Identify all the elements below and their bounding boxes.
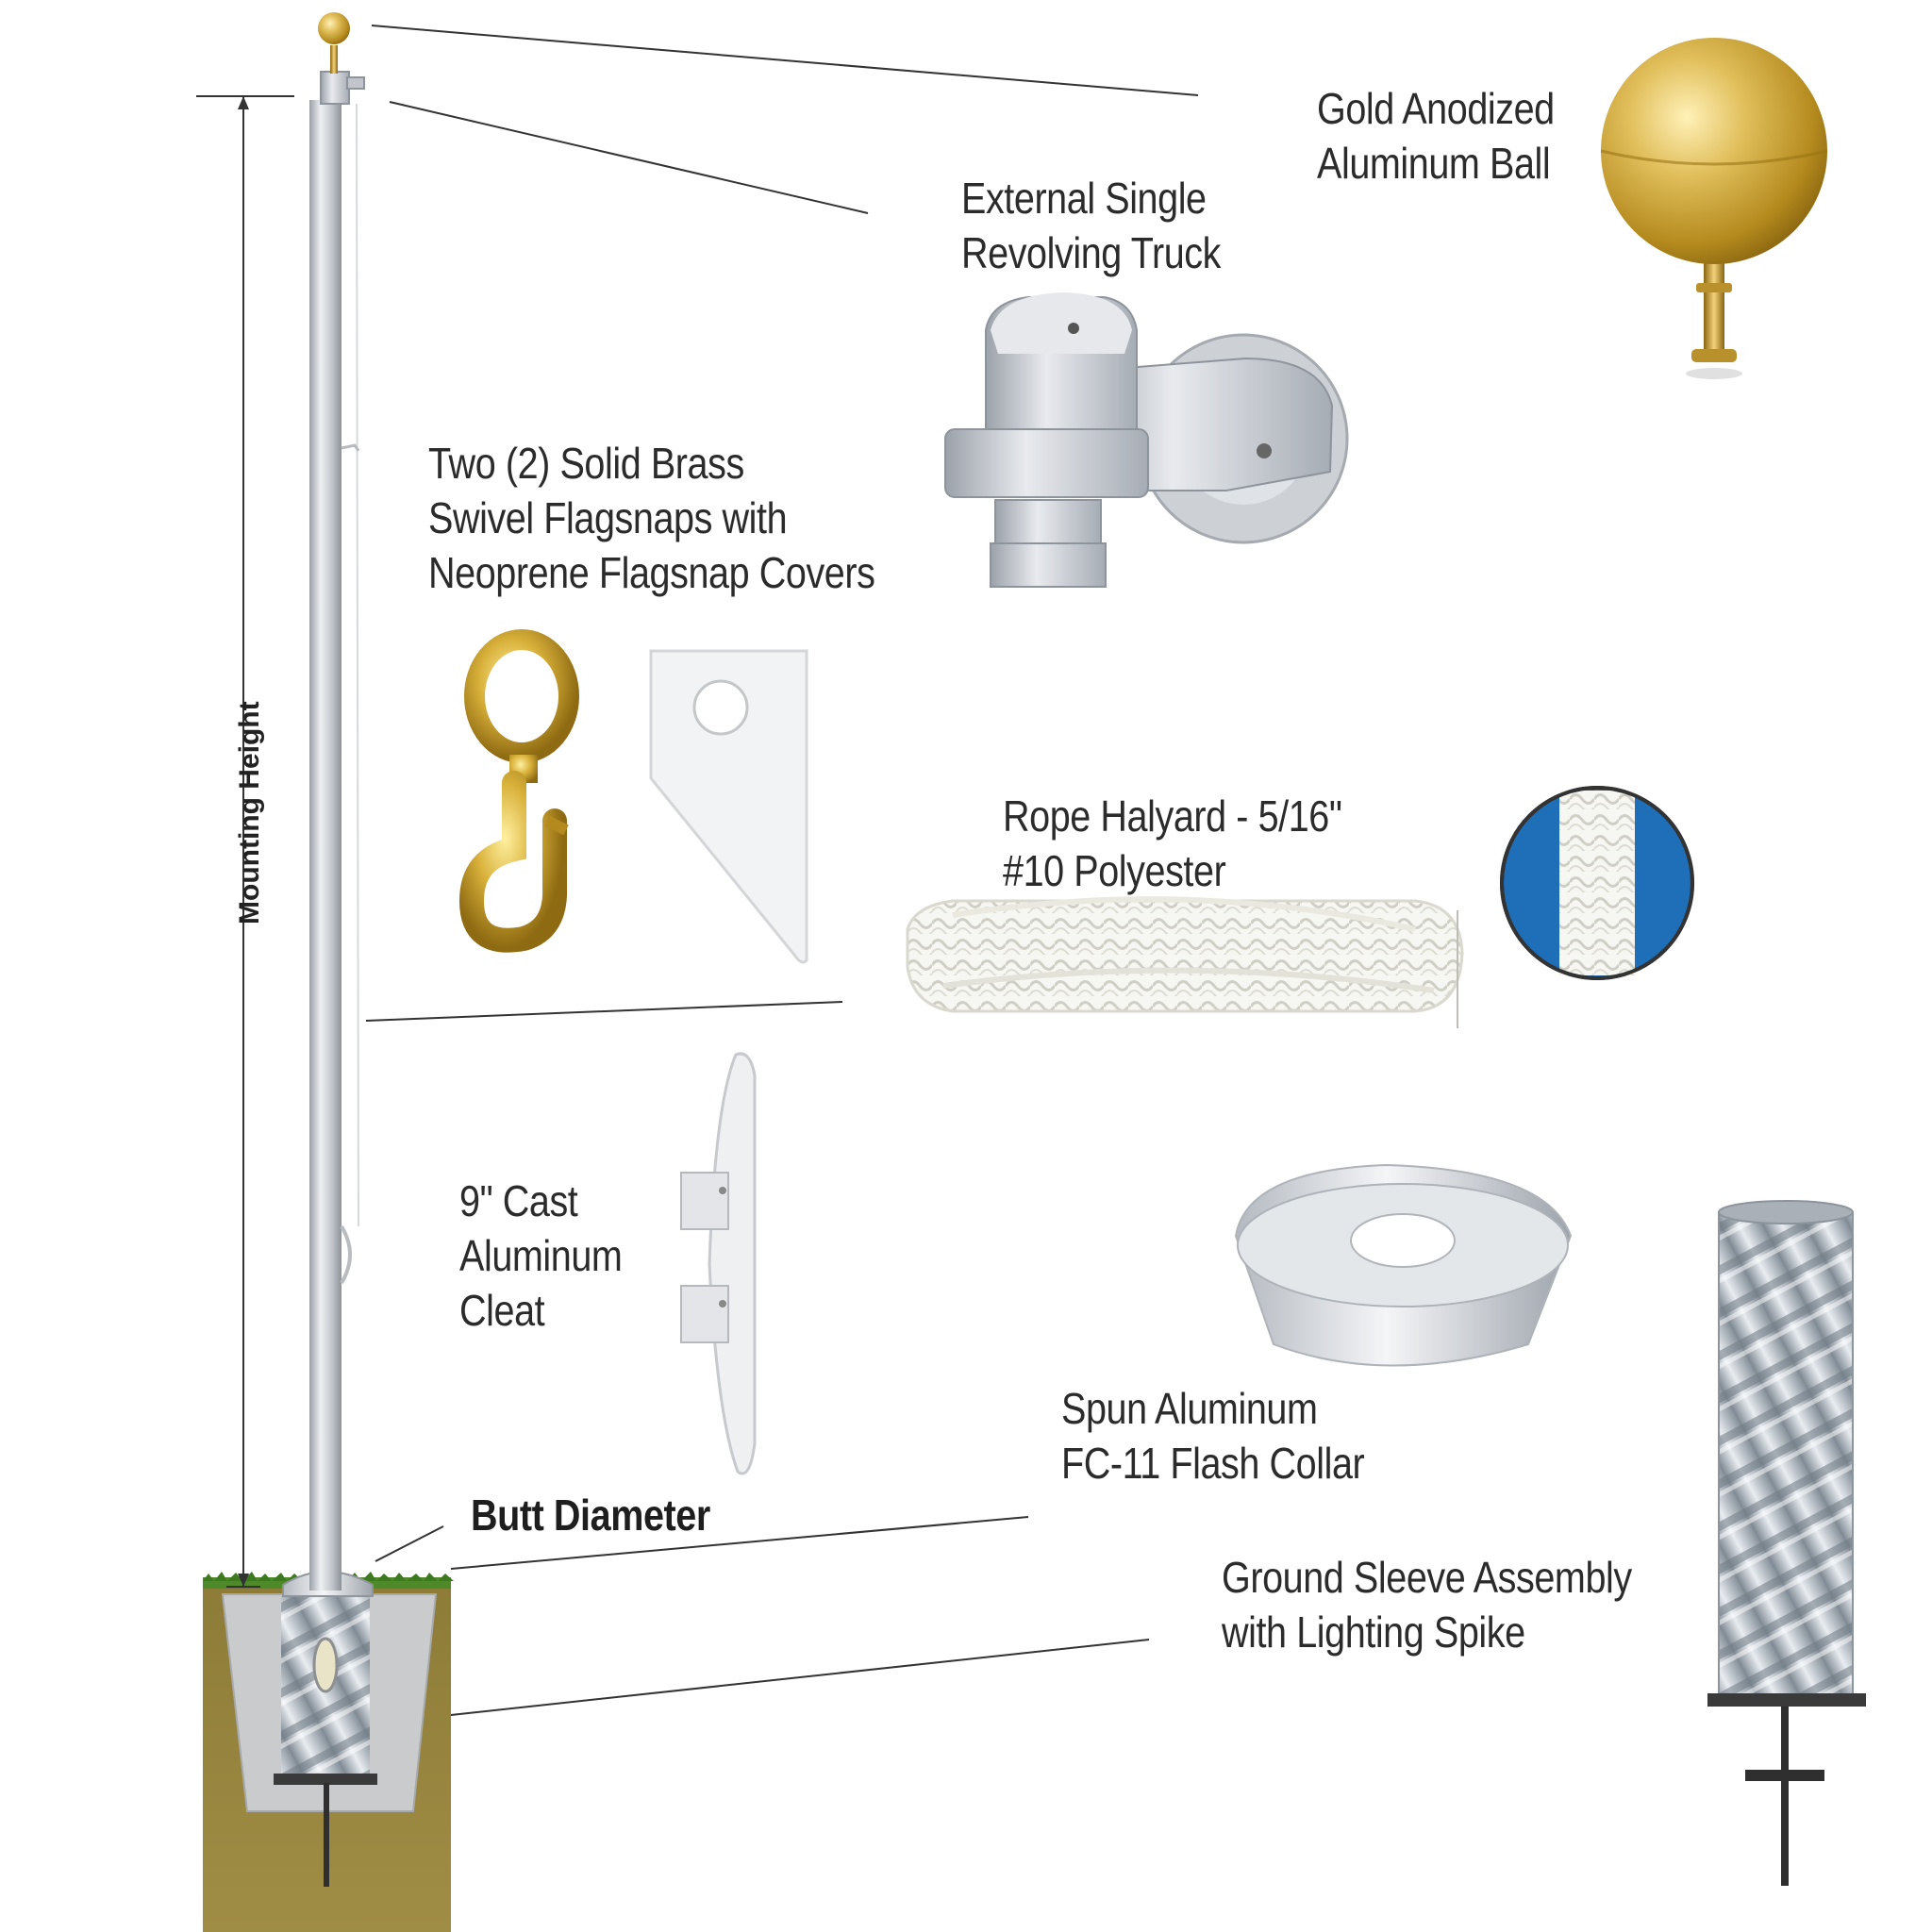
label-truck-line2: Revolving Truck [961,228,1221,277]
label-gold-ball-line2: Aluminum Ball [1317,139,1551,188]
pole-ball [318,12,350,44]
halyard-leader [365,1001,843,1022]
pole-cleat [340,1224,352,1285]
snap-cover-icon [649,649,808,964]
label-flash-collar-line1: Spun Aluminum [1061,1384,1318,1433]
rope-coil-icon [906,896,1464,1028]
label-ground-sleeve: Ground Sleeve Assembly with Lighting Spi… [1222,1550,1632,1659]
ground-section [203,1571,454,1932]
label-flagsnaps-line1: Two (2) Solid Brass [428,439,744,488]
label-cleat-line2: Aluminum [459,1231,623,1280]
cleat-icon [680,1052,757,1475]
label-flash-collar-line2: FC-11 Flash Collar [1061,1439,1365,1488]
label-flagsnaps-line3: Neoprene Flagsnap Covers [428,548,875,597]
brass-snap-icon [458,629,579,953]
butt-leader [375,1525,444,1562]
label-ground-sleeve-line1: Ground Sleeve Assembly [1222,1553,1632,1602]
rope-detail-icon [1500,786,1694,980]
sleeve-leader [450,1639,1150,1716]
flagpole [309,12,365,1591]
label-gold-ball: Gold Anodized Aluminum Ball [1317,81,1555,191]
flash-collar-icon [1234,1163,1573,1367]
label-mounting-height: Mounting Height [234,701,265,924]
gold-ball-icon [1600,38,1828,379]
label-gold-ball-line1: Gold Anodized [1317,84,1555,133]
revolving-truck-icon [944,292,1349,588]
label-halyard-line1: Rope Halyard - 5/16" [1003,791,1342,841]
label-butt-diameter: Butt Diameter [471,1488,710,1542]
leader-lines [365,25,1199,1716]
label-ground-sleeve-line2: with Lighting Spike [1222,1607,1525,1657]
ball-leader [371,25,1199,96]
label-flagsnaps-line2: Swivel Flagsnaps with [428,493,788,542]
truck-leader [389,101,869,214]
label-flagsnaps: Two (2) Solid Brass Swivel Flagsnaps wit… [428,436,875,600]
collar-leader [450,1516,1029,1570]
lightning-spike [324,1783,329,1887]
label-butt-diameter-text: Butt Diameter [471,1491,710,1540]
label-cleat: 9" Cast Aluminum Cleat [459,1174,623,1338]
label-cleat-line3: Cleat [459,1286,545,1335]
pole-truck [320,71,350,105]
ground-sleeve-icon [1707,1200,1866,1886]
pole-shaft [309,100,341,1591]
label-halyard: Rope Halyard - 5/16" #10 Polyester [1003,789,1342,898]
label-flash-collar: Spun Aluminum FC-11 Flash Collar [1061,1381,1365,1491]
mounting-height-dimension [196,95,294,1588]
label-halyard-line2: #10 Polyester [1003,846,1226,895]
label-truck: External Single Revolving Truck [961,171,1221,280]
label-cleat-line1: 9" Cast [459,1176,578,1225]
label-truck-line1: External Single [961,174,1207,223]
